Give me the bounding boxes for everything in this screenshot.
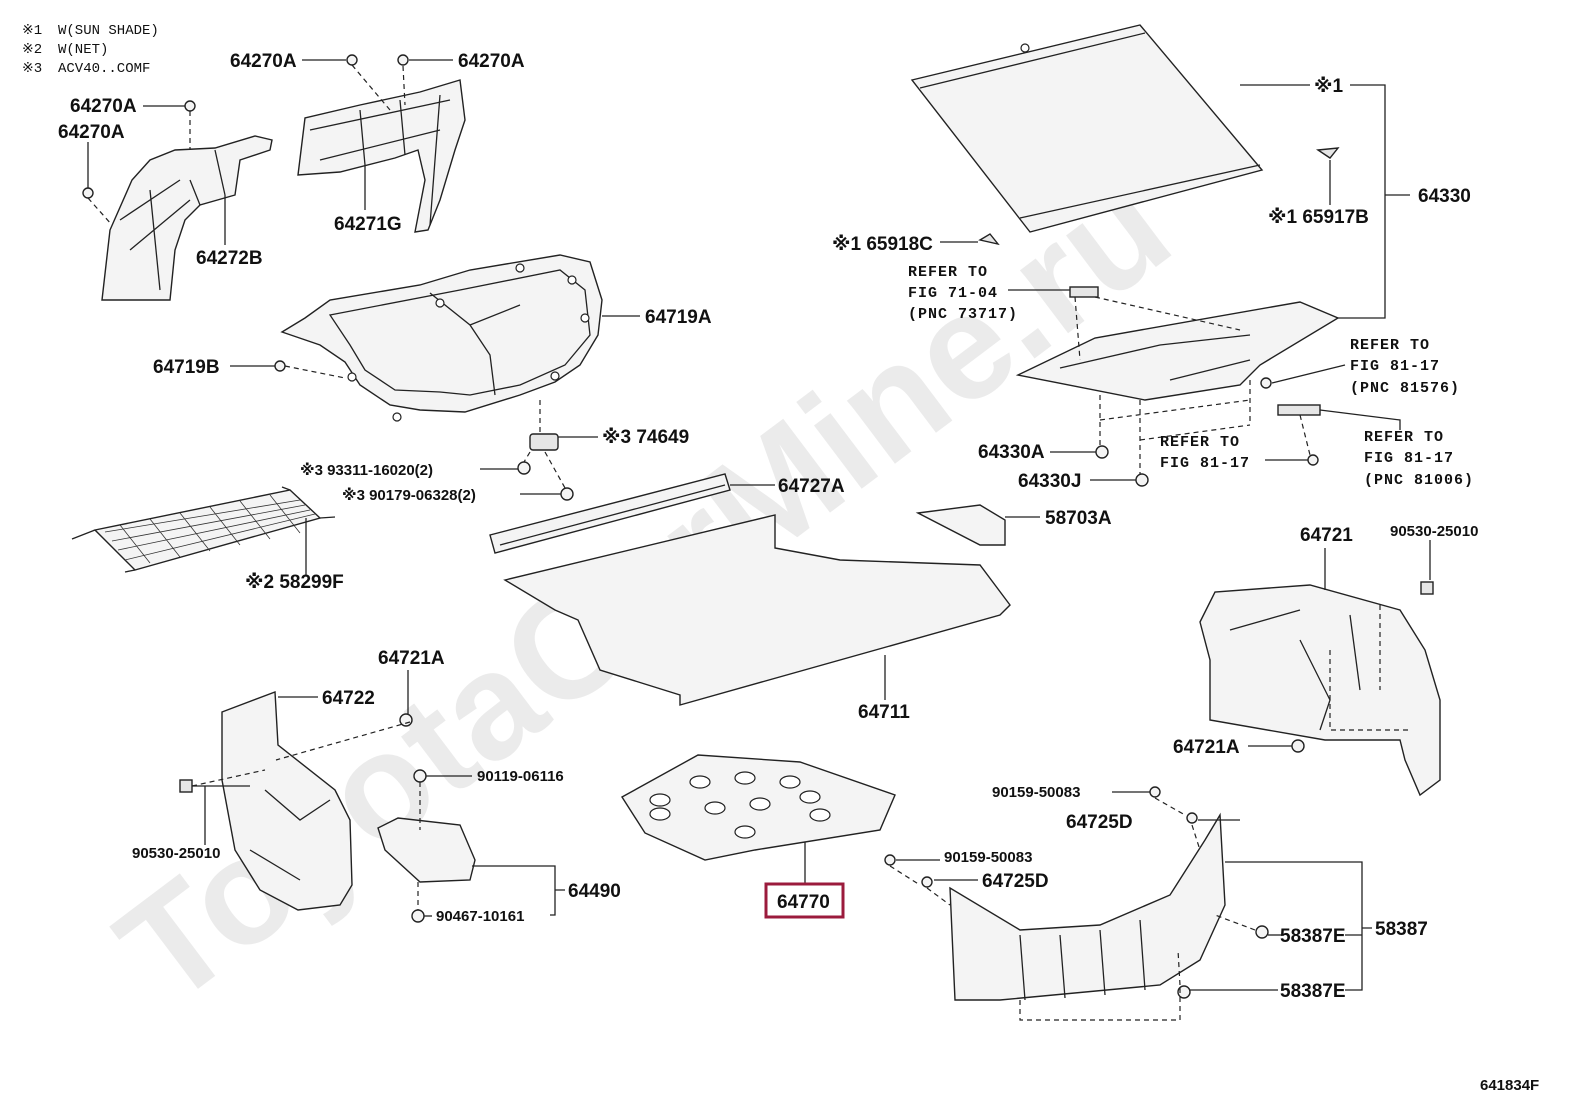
part-58299F-drawing[interactable] (71, 486, 336, 573)
refer-note-2[interactable]: REFER TO FIG 81-17 (PNC 81576) (1350, 337, 1460, 397)
label-64722[interactable]: 64722 (322, 688, 375, 709)
label-65917B[interactable]: ※1 65917B (1268, 207, 1369, 228)
label-sunshade-mark: ※1 (1314, 76, 1343, 97)
refer-note-3[interactable]: REFER TO FIG 81-17 (1160, 434, 1250, 472)
part-64272B-drawing[interactable] (101, 135, 273, 301)
label-64721A-left[interactable]: 64721A (378, 648, 445, 669)
refer-note-1[interactable]: REFER TO FIG 71-04 (PNC 73717) (908, 264, 1018, 323)
label-64725D-top[interactable]: 64725D (1066, 812, 1133, 833)
leader-lines (87, 59, 1431, 991)
dashed-guides (87, 64, 1410, 1021)
label-58387[interactable]: 58387 (1375, 919, 1428, 940)
label-64727A[interactable]: 64727A (778, 476, 845, 497)
legend-text-2: W(NET) (58, 42, 108, 58)
label-64721[interactable]: 64721 (1300, 525, 1353, 546)
label-64330[interactable]: 64330 (1418, 186, 1471, 207)
label-58703A[interactable]: 58703A (1045, 508, 1112, 529)
label-64270A-left[interactable]: 64270A (58, 122, 125, 143)
label-90159-50083-bottom[interactable]: 90159-50083 (944, 849, 1032, 866)
part-64271G-drawing[interactable] (297, 79, 466, 233)
label-64272B[interactable]: 64272B (196, 248, 263, 269)
refer-note-1-line-2: FIG 71-04 (908, 285, 998, 302)
part-64330-drawing[interactable] (910, 24, 1264, 233)
refer-note-2-line-1: REFER TO (1350, 337, 1430, 354)
label-65918C[interactable]: ※1 65918C (832, 234, 933, 255)
part-labels: 64270A 64270A 64270A 64270A 64272B 64271… (58, 51, 1478, 1002)
label-90159-50083-top[interactable]: 90159-50083 (992, 784, 1080, 801)
highlight-box-64770 (764, 882, 845, 919)
label-64770[interactable]: 64770 (777, 892, 830, 913)
label-64270A-mid[interactable]: 64270A (70, 96, 137, 117)
legend-mark-3: ※3 (22, 61, 42, 77)
part-64719A-drawing[interactable] (280, 254, 603, 422)
label-64721A-right[interactable]: 64721A (1173, 737, 1240, 758)
part-64490-drawing[interactable] (377, 769, 476, 923)
legend-mark-1: ※1 (22, 23, 42, 39)
refer-note-4-line-1: REFER TO (1364, 429, 1444, 446)
label-93311-16020[interactable]: ※3 93311-16020(2) (300, 461, 433, 479)
part-64770-drawing[interactable] (621, 754, 896, 861)
label-90467-10161[interactable]: 90467-10161 (436, 908, 524, 925)
refer-note-1-line-1: REFER TO (908, 264, 988, 281)
label-64270A-top-left[interactable]: 64270A (230, 51, 297, 72)
refer-note-4-line-3: (PNC 81006) (1364, 472, 1474, 489)
label-90179-06328[interactable]: ※3 90179-06328(2) (342, 486, 476, 504)
legend-text-3: ACV40..COMF (58, 61, 150, 77)
part-64727A-drawing[interactable] (489, 473, 731, 554)
part-64722-drawing[interactable] (179, 691, 413, 911)
refer-note-4[interactable]: REFER TO FIG 81-17 (PNC 81006) (1364, 429, 1474, 489)
label-64719A[interactable]: 64719A (645, 307, 712, 328)
label-74649[interactable]: ※3 74649 (602, 427, 689, 448)
label-64711[interactable]: 64711 (858, 702, 910, 723)
label-58299F[interactable]: ※2 58299F (245, 572, 344, 593)
refer-note-4-line-2: FIG 81-17 (1364, 450, 1454, 467)
label-64490[interactable]: 64490 (568, 881, 621, 902)
label-64330J[interactable]: 64330J (1018, 471, 1081, 492)
label-90530-25010-left[interactable]: 90530-25010 (132, 845, 220, 862)
label-58387E-upper[interactable]: 58387E (1280, 926, 1346, 947)
refer-note-2-line-2: FIG 81-17 (1350, 358, 1440, 375)
part-58703A-drawing[interactable] (915, 504, 1006, 546)
refer-note-1-line-3: (PNC 73717) (908, 306, 1018, 323)
label-90119-06116[interactable]: 90119-06116 (477, 768, 564, 785)
legend-mark-2: ※2 (22, 42, 42, 58)
label-64271G[interactable]: 64271G (334, 214, 402, 235)
label-90530-25010-right[interactable]: 90530-25010 (1390, 523, 1478, 540)
refer-note-3-line-1: REFER TO (1160, 434, 1240, 451)
figure-code: 641834F (1480, 1077, 1539, 1094)
part-58387-drawing[interactable] (884, 786, 1269, 1001)
part-64721-drawing[interactable] (1199, 581, 1441, 797)
legend-text-1: W(SUN SHADE) (58, 23, 159, 39)
label-64330A[interactable]: 64330A (978, 442, 1045, 463)
clips-65918C-65917B-drawing[interactable] (978, 147, 1340, 246)
legend: ※1 W(SUN SHADE) ※2 W(NET) ※3 ACV40..COMF (22, 23, 159, 77)
label-64725D-bottom[interactable]: 64725D (982, 871, 1049, 892)
part-64711-drawing[interactable] (503, 514, 1011, 706)
label-64719B[interactable]: 64719B (153, 357, 220, 378)
refer-note-3-line-2: FIG 81-17 (1160, 455, 1250, 472)
label-64270A-top-right[interactable]: 64270A (458, 51, 525, 72)
label-58387E-lower[interactable]: 58387E (1280, 981, 1346, 1002)
fasteners-64270A-drawing[interactable] (82, 54, 409, 372)
part-74649-drawing[interactable] (529, 433, 559, 451)
refer-note-2-line-3: (PNC 81576) (1350, 380, 1460, 397)
